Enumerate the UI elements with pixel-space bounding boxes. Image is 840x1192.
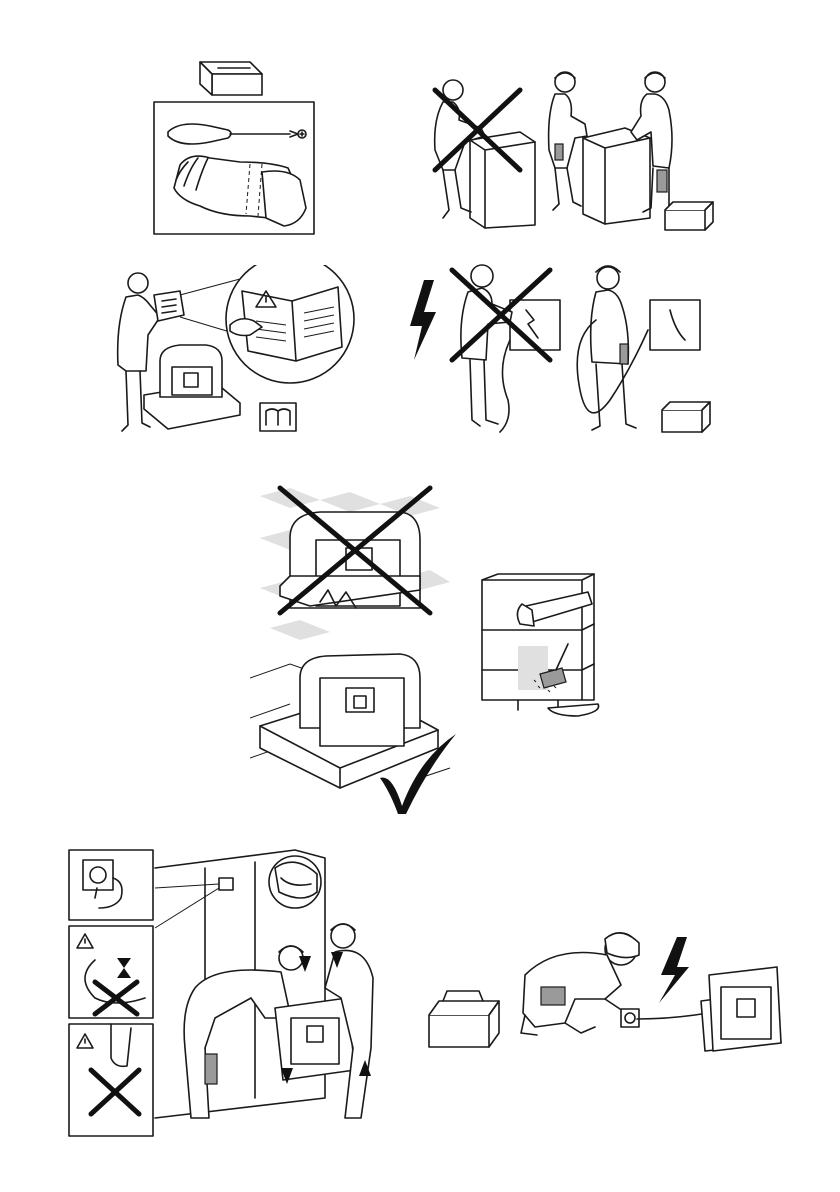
single-person-lift-prohibited-icon	[435, 80, 535, 228]
connection-panel	[425, 915, 790, 1055]
two-person-lift-icon	[549, 72, 677, 224]
lightning-icon	[659, 937, 689, 1003]
gloves-icon	[174, 156, 306, 226]
screwdriver-icon	[168, 124, 306, 144]
warning-magnifier-icon	[226, 265, 354, 383]
toolbox-icon	[429, 991, 499, 1047]
tools-panel	[150, 40, 320, 240]
untrained-electrical-work-prohibited-icon	[452, 265, 560, 432]
appliance-icon	[144, 345, 240, 429]
manual-panel	[110, 265, 370, 445]
toolbox-icon	[665, 202, 713, 230]
unprotected-floor-prohibited-icon	[260, 488, 450, 640]
two-installers-icon	[184, 856, 373, 1118]
lightning-icon	[410, 280, 436, 360]
hand-pinch-warning-icon	[69, 1024, 153, 1136]
protected-surface-approved-icon	[250, 654, 450, 788]
installation-panel	[55, 848, 400, 1148]
electrical-panel	[400, 250, 720, 445]
lifting-panel	[425, 60, 725, 240]
socket-detail-icon	[69, 850, 153, 920]
toolbox-icon	[200, 62, 262, 95]
book-icon	[260, 403, 296, 431]
toolbox-icon	[662, 402, 710, 432]
installer-plugging-icon	[521, 933, 639, 1035]
surface-panel	[250, 478, 460, 818]
appliance-icon	[701, 967, 781, 1051]
cable-pinch-warning-icon	[69, 926, 153, 1018]
cabinet-prep-panel	[478, 570, 608, 720]
